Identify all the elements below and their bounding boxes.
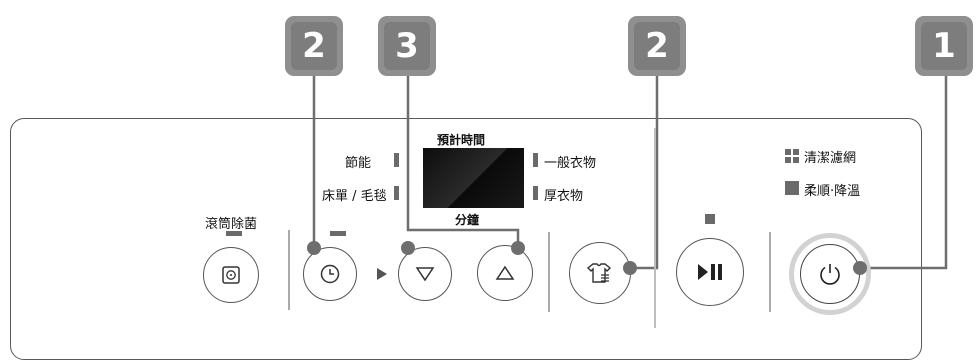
timer-button[interactable] xyxy=(303,247,357,301)
callout-leader-lines xyxy=(312,76,948,270)
callout-dot xyxy=(307,241,321,255)
filter-label: 清潔濾網 xyxy=(804,151,857,166)
divider xyxy=(654,128,656,328)
normal-cloth-indicator xyxy=(533,153,538,167)
triangle-up-icon xyxy=(495,265,515,281)
divider xyxy=(288,230,290,310)
callout-badge-3: 3 xyxy=(378,16,436,76)
down-button[interactable] xyxy=(398,247,452,301)
up-button[interactable] xyxy=(477,245,533,301)
timer-indicator xyxy=(330,231,346,236)
clock-icon xyxy=(319,263,341,285)
bedding-label: 床單 / 毛毯 xyxy=(322,189,387,204)
drum-sterilize-label: 滾筒除菌 xyxy=(205,217,258,232)
start-indicator xyxy=(705,214,715,224)
thick-cloth-label: 厚衣物 xyxy=(544,189,584,204)
minutes-label: 分鐘 xyxy=(455,213,480,227)
normal-cloth-label: 一般衣物 xyxy=(544,156,597,171)
time-display xyxy=(423,148,524,208)
callout-dot xyxy=(401,241,415,255)
callout-dot xyxy=(853,261,867,275)
drum-sterilize-button[interactable] xyxy=(203,247,259,303)
drum-sterilize-icon xyxy=(221,265,241,285)
start-pause-button[interactable] xyxy=(676,238,744,306)
bedding-indicator xyxy=(394,186,399,200)
divider xyxy=(769,232,771,312)
divider xyxy=(548,232,550,312)
callout-dot xyxy=(623,261,637,275)
soft-label: 柔順‧降溫 xyxy=(804,184,861,199)
power-icon xyxy=(817,261,843,287)
callout-badge-1: 1 xyxy=(915,16,973,76)
play-pause-icon xyxy=(696,262,724,282)
callout-dot xyxy=(511,241,525,255)
callout-badge-2-right: 2 xyxy=(628,16,686,76)
eco-label: 節能 xyxy=(345,156,372,171)
soft-indicator xyxy=(785,181,799,195)
callout-badge-2-left: 2 xyxy=(285,16,343,76)
estimated-time-label: 預計時間 xyxy=(437,133,486,147)
thick-cloth-indicator xyxy=(533,186,538,200)
triangle-down-icon xyxy=(415,266,435,282)
play-arrow-icon xyxy=(377,265,389,284)
power-button-inner xyxy=(800,244,860,304)
drum-sterilize-indicator xyxy=(226,231,242,236)
filter-indicator xyxy=(785,148,799,163)
shirt-button[interactable] xyxy=(569,242,631,304)
eco-indicator xyxy=(394,153,399,167)
shirt-icon xyxy=(587,262,613,284)
